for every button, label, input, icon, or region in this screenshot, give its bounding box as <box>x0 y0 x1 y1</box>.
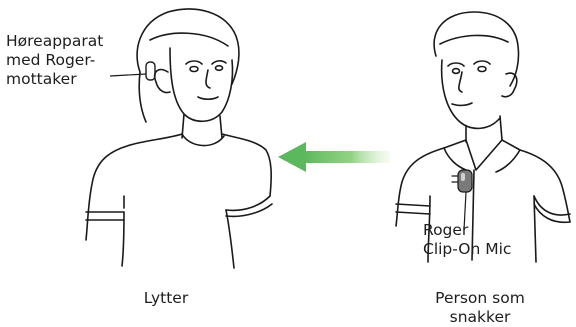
microphone-label: Roger Clip-On Mic <box>423 221 511 259</box>
listener-label: Lytter <box>118 289 214 308</box>
speaker-collar <box>444 140 520 170</box>
listener-shirt <box>86 134 182 240</box>
microphone-label-line-2: Clip-On Mic <box>423 240 511 259</box>
speaker-label-line-2: snakker <box>420 308 540 327</box>
hearing-aid-label-line-1: Høreapparat <box>6 32 103 51</box>
hearing-aid-label-line-3: mottaker <box>6 70 103 89</box>
speaker-label-line-1: Person som <box>420 289 540 308</box>
listener-hair <box>137 9 239 84</box>
hearing-aid-leader-line <box>110 74 146 76</box>
hearing-aid-device <box>146 62 155 80</box>
signal-arrow <box>278 142 390 172</box>
microphone-label-line-1: Roger <box>423 221 511 240</box>
speaker-label: Person som snakker <box>420 289 540 327</box>
listener-figure <box>86 9 272 268</box>
listener-face <box>170 48 233 121</box>
listener-ear <box>155 70 170 93</box>
speaker-hair <box>434 12 518 86</box>
hearing-aid-label-line-2: med Roger- <box>6 51 103 70</box>
speaker-face <box>442 60 500 128</box>
hearing-aid-label: Høreapparat med Roger- mottaker <box>6 32 103 89</box>
roger-clip-on-mic-device <box>458 170 472 192</box>
